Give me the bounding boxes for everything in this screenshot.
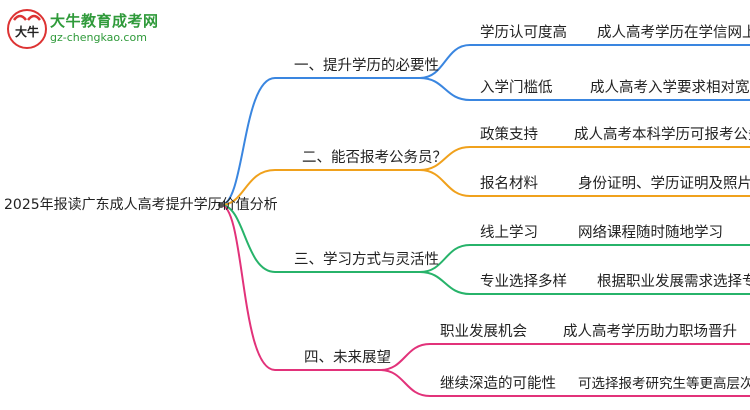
branch-1-child-2-detail: 成人高考入学要求相对宽松	[590, 80, 750, 96]
bull-logo-icon: 大牛	[7, 9, 47, 49]
connector-2-2	[419, 169, 560, 197]
connector-4-1	[379, 343, 545, 371]
branch-2-label: 二、能否报考公务员？	[302, 150, 447, 166]
branch-1-child-1-detail: 成人高考学历在学信网上可查	[597, 25, 750, 41]
branch-1-child-2-label: 入学门槛低	[480, 80, 553, 96]
site-logo[interactable]: 大牛 大牛教育成考网 gz-chengkao.com	[6, 6, 166, 52]
connector-branch-4	[220, 204, 380, 371]
connector-branch-3	[220, 204, 420, 273]
connector-4-2	[379, 369, 560, 397]
root-node: 2025年报读广东成人高考提升学历价值分析	[4, 197, 278, 213]
branch-4-child-1-label: 职业发展机会	[440, 324, 527, 340]
branch-4-child-2-detail: 可选择报考研究生等更高层次教育	[578, 376, 750, 392]
branch-4-child-1-detail: 成人高考学历助力职场晋升	[563, 324, 737, 340]
branch-2-child-2-detail: 身份证明、学历证明及照片	[578, 176, 750, 192]
branch-2-child-2-label: 报名材料	[480, 176, 538, 192]
branch-4-label: 四、未来展望	[304, 350, 391, 366]
branch-3-label: 三、学习方式与灵活性	[294, 252, 439, 268]
branch-3-child-1-detail: 网络课程随时随地学习	[578, 225, 723, 241]
branch-4-child-2-label: 继续深造的可能性	[440, 376, 556, 392]
connector-1-1	[419, 44, 555, 79]
branch-1-label: 一、提升学历的必要性	[294, 58, 439, 74]
logo-title: 大牛教育成考网	[50, 12, 159, 30]
connector-2-1	[419, 146, 555, 171]
branch-1-child-1-label: 学历认可度高	[480, 25, 567, 41]
branch-2-child-1-detail: 成人高考本科学历可报考公务员	[574, 127, 750, 143]
logo-mark-text: 大牛	[15, 24, 39, 39]
connector-branch-1	[220, 77, 420, 206]
root-connector-dot	[218, 202, 224, 208]
branch-2-child-1-label: 政策支持	[480, 127, 538, 143]
branch-3-child-2-label: 专业选择多样	[480, 274, 567, 290]
branch-3-child-1-label: 线上学习	[480, 225, 538, 241]
logo-url: gz-chengkao.com	[50, 31, 147, 44]
connector-1-2	[419, 77, 555, 101]
connector-3-1	[419, 244, 560, 273]
branch-3-child-2-detail: 根据职业发展需求选择专业	[597, 274, 750, 290]
connector-3-2	[419, 271, 575, 295]
connector-branch-2	[220, 169, 420, 206]
